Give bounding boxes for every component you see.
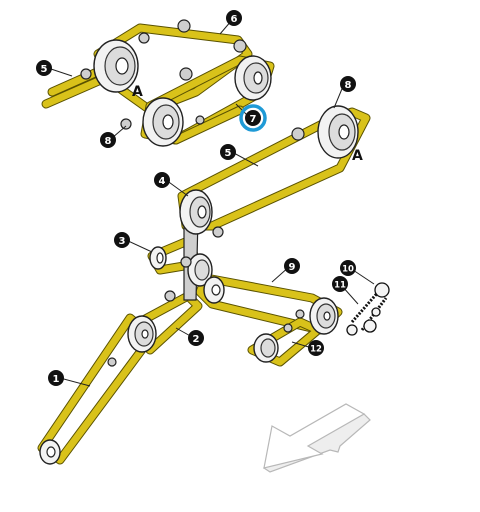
belt-7-lower [172,106,244,144]
svg-text:3: 3 [119,236,126,247]
detail-a-assembly [41,19,275,147]
pulley-4 [179,189,213,235]
callout-10[interactable]: 10 [340,260,356,276]
svg-text:8: 8 [345,80,352,91]
callout-1[interactable]: 1 [48,370,64,386]
callout-5-detail[interactable]: 5 [36,60,52,76]
callout-3[interactable]: 3 [114,232,130,248]
callout-9[interactable]: 9 [284,258,300,274]
forward-direction-arrow-icon [262,403,371,473]
sprocket-11c [371,307,381,317]
pulley-9-driven [309,297,339,335]
idler-main-4 [164,290,176,302]
callout-6[interactable]: 6 [226,10,242,26]
svg-text:1: 1 [53,374,60,385]
callout-8-detail[interactable]: 8 [100,132,116,148]
idler-a3 [179,67,193,81]
idler-a4 [138,32,150,44]
chain-drive [346,282,390,336]
sprocket-11a [363,319,377,333]
callout-11[interactable]: 11 [332,276,348,292]
svg-text:5: 5 [41,64,48,75]
callout-4[interactable]: 4 [154,172,170,188]
detail-letter-a-main: A [352,148,363,164]
callout-7[interactable]: 7 [245,110,261,126]
idler-a1 [177,19,191,33]
idler-main-3 [180,256,192,268]
pulley-3 [149,246,167,270]
idler-a5 [80,68,92,80]
callout-8-main[interactable]: 8 [340,76,356,92]
highlight-ring-7 [239,104,267,132]
svg-text:7: 7 [250,114,257,125]
pulley-a-center [142,97,184,147]
svg-text:12: 12 [310,345,322,355]
svg-text:8: 8 [105,136,112,147]
svg-text:6: 6 [231,14,238,25]
pulley-1 [39,439,61,465]
idler-a6 [120,118,132,130]
sprocket-11b [346,324,358,336]
svg-text:11: 11 [334,281,346,291]
pulley-a-right [234,55,272,101]
idler-main-6 [283,323,293,333]
pulley-12 [253,333,279,363]
idler-main-1 [291,127,305,141]
callout-2[interactable]: 2 [188,330,204,346]
svg-text:9: 9 [289,262,296,273]
svg-text:2: 2 [193,334,200,345]
pulley-mid [187,253,213,287]
pulley-2 [127,315,157,353]
detail-letter-a-top: A [132,84,143,100]
pulley-8-main [317,105,359,159]
idler-a7 [195,115,205,125]
svg-text:10: 10 [342,265,354,275]
pulley-a-left [93,39,139,93]
idler-main-5 [107,357,117,367]
callout-12[interactable]: 12 [308,340,324,356]
idler-main-2 [212,226,224,238]
svg-text:4: 4 [159,176,166,187]
sprocket-10 [374,282,390,298]
idler-main-7 [295,309,305,319]
callout-5-main[interactable]: 5 [220,144,236,160]
svg-text:5: 5 [225,148,232,159]
pulley-9-drive [203,276,225,304]
main-belt-assembly [37,105,390,465]
idler-a2 [233,39,247,53]
